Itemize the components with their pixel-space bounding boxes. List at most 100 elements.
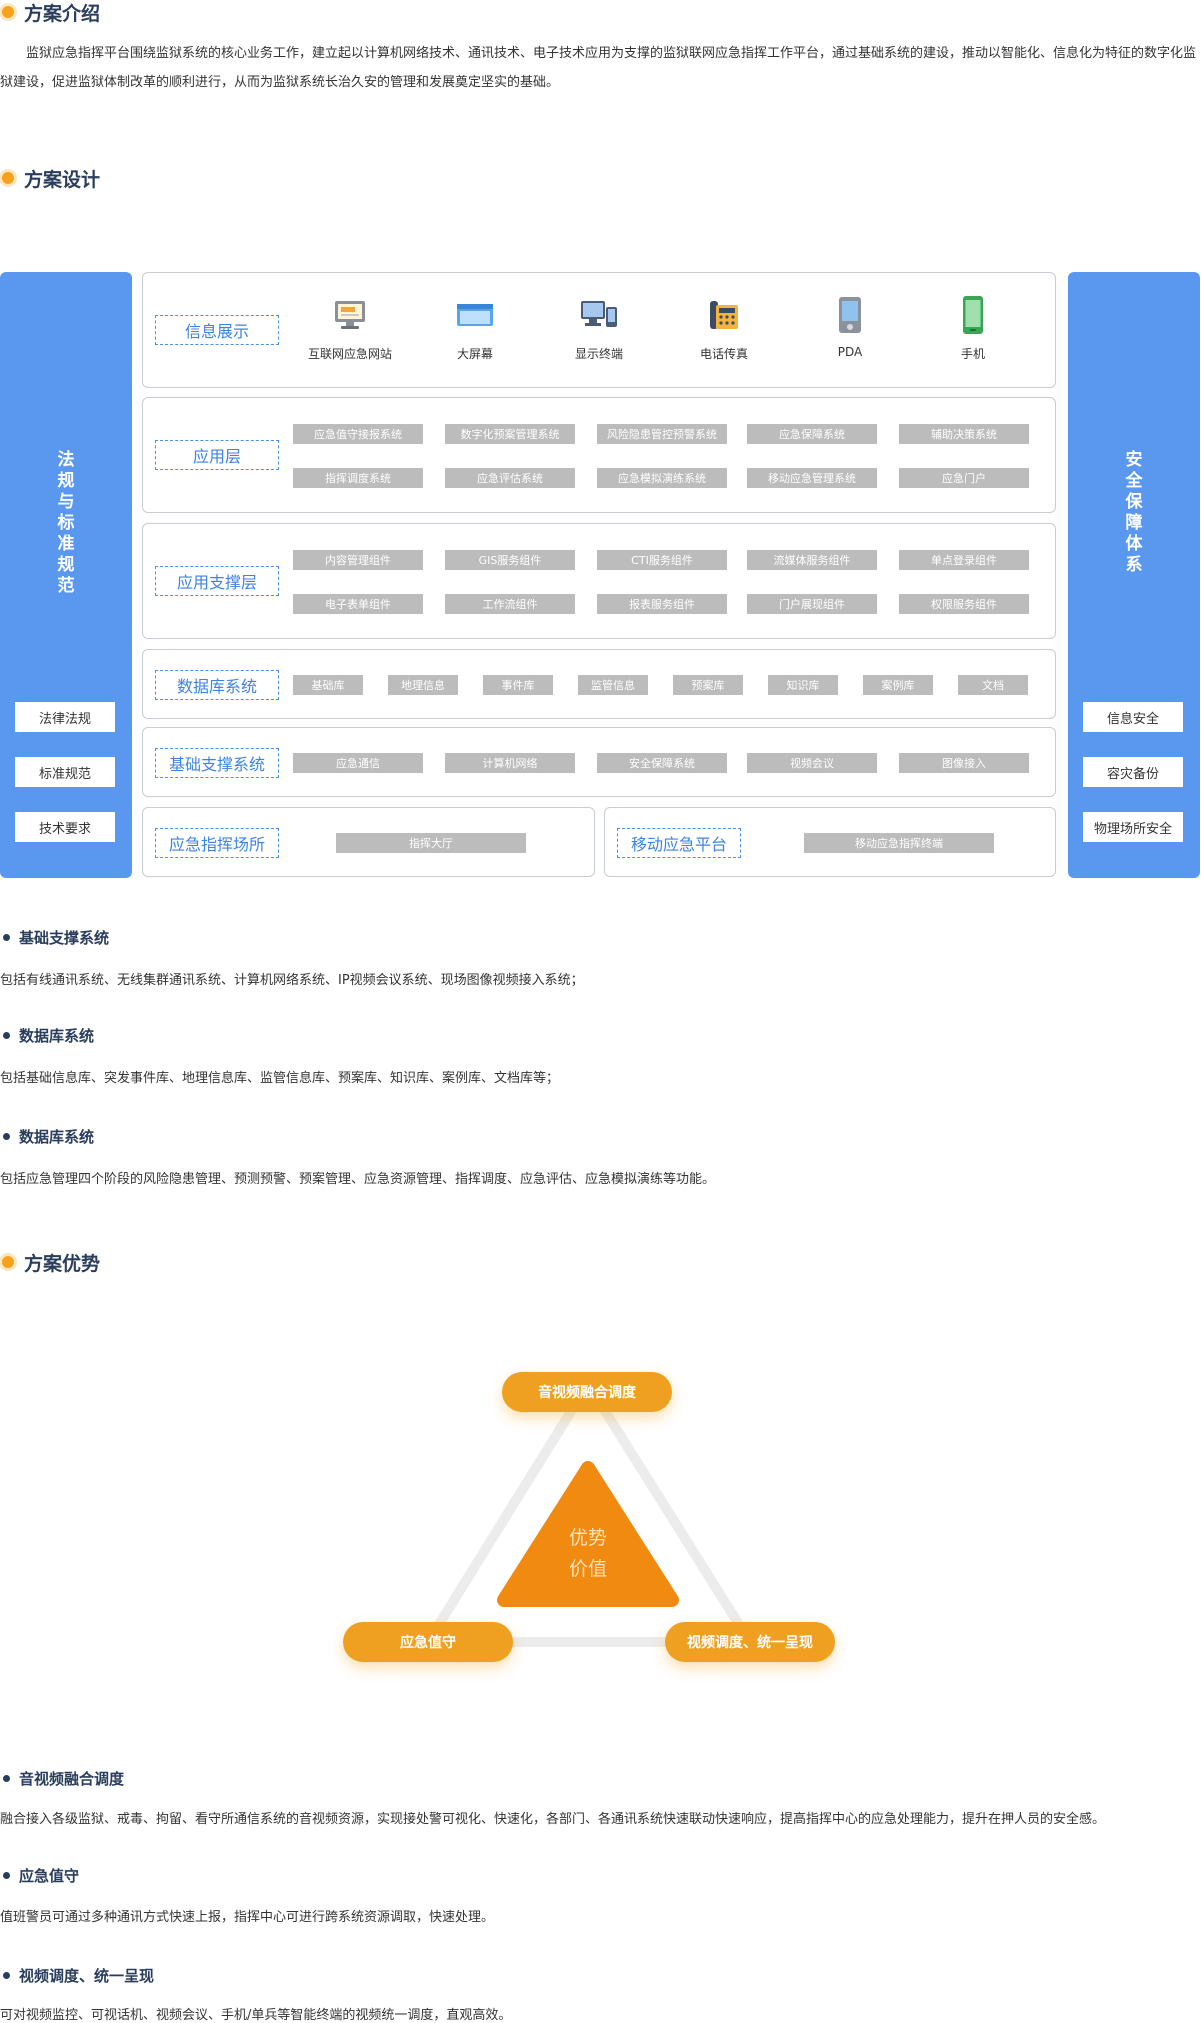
component-tag: 门户展现组件 — [747, 594, 877, 614]
website-icon — [330, 295, 370, 335]
device-website: 互联网应急网站 — [290, 295, 410, 362]
advantage-bullet-3-desc: 可对视频监控、可视话机、视频会议、手机/单兵等智能终端的视频统一调度，直观高效。 — [0, 2008, 512, 2023]
layer-label: 应用层 — [155, 440, 279, 470]
base-tag: 图像接入 — [899, 753, 1029, 773]
layer-database: 数据库系统 基础库 地理信息 事件库 监管信息 预案库 知识库 案例库 文档 — [142, 649, 1056, 719]
bullet-dot-icon — [3, 933, 10, 941]
layer-info-display: 信息展示 互联网应急网站 大屏幕 显示终端 电话传真 PDA 手机 — [142, 272, 1056, 388]
base-tag: 计算机网络 — [445, 753, 575, 773]
advantage-bullet-3: 视频调度、统一呈现 — [0, 1964, 154, 1986]
center-text-line2: 价值 — [569, 1558, 607, 1580]
advantage-right-pill: 视频调度、统一呈现 — [665, 1622, 835, 1662]
section-dot-icon — [2, 172, 14, 184]
component-tag: GIS服务组件 — [445, 550, 575, 570]
standard-item: 标准规范 — [15, 757, 115, 787]
pda-icon — [830, 295, 870, 335]
layer-app-support: 应用支撑层 内容管理组件 GIS服务组件 CTI服务组件 流媒体服务组件 单点登… — [142, 523, 1056, 639]
intro-paragraph: 监狱应急指挥平台围绕监狱系统的核心业务工作，建立起以计算机网络技术、通讯技术、电… — [0, 46, 1197, 90]
component-tag: 权限服务组件 — [899, 594, 1029, 614]
layer-label: 基础支撑系统 — [155, 748, 279, 778]
design-bullet-1-desc: 包括有线通讯系统、无线集群通讯系统、计算机网络系统、IP视频会议系统、现场图像视… — [0, 973, 584, 988]
design-bullet-2: 数据库系统 — [0, 1024, 94, 1046]
database-tag: 知识库 — [768, 675, 838, 695]
info-security-item: 信息安全 — [1083, 702, 1183, 732]
design-bullet-1: 基础支撑系统 — [0, 926, 109, 948]
component-tag: 单点登录组件 — [899, 550, 1029, 570]
system-tag: 应急门户 — [899, 468, 1029, 488]
big-screen-icon — [455, 295, 495, 335]
base-tag: 安全保障系统 — [597, 753, 727, 773]
advantage-bullet-1: 音视频融合调度 — [0, 1767, 124, 1789]
section-dot-icon — [2, 6, 14, 18]
layer-application: 应用层 应急值守接报系统 数字化预案管理系统 风险隐患管控预警系统 应急保障系统… — [142, 397, 1056, 513]
mobile-tag: 移动应急指挥终端 — [804, 833, 994, 853]
system-tag: 风险隐患管控预警系统 — [597, 424, 727, 444]
triangle-frame — [423, 1379, 755, 1647]
component-tag: CTI服务组件 — [597, 550, 727, 570]
component-tag: 工作流组件 — [445, 594, 575, 614]
database-tag: 基础库 — [293, 675, 363, 695]
layer-label: 数据库系统 — [155, 670, 279, 700]
device-phone-fax: 电话传真 — [664, 295, 784, 362]
law-standard-panel: 法 规 与 标 准 规 范 法律法规 标准规范 技术要求 — [0, 272, 132, 878]
advantage-bullet-2-desc: 值班警员可通过多种通讯方式快速上报，指挥中心可进行跨系统资源调取，快速处理。 — [0, 1910, 495, 1925]
layer-label: 信息展示 — [155, 315, 279, 345]
base-tag: 应急通信 — [293, 753, 423, 773]
layer-label: 应用支撑层 — [155, 566, 279, 596]
layer-command-venue: 应急指挥场所 指挥大厅 — [142, 807, 595, 877]
section-title-design: 方案设计 — [0, 163, 100, 193]
center-text-line1: 优势 — [569, 1527, 607, 1549]
section-title-intro: 方案介绍 — [0, 0, 100, 27]
advantage-bullet-2: 应急值守 — [0, 1864, 79, 1886]
section-dot-icon — [2, 1256, 14, 1268]
system-tag: 应急值守接报系统 — [293, 424, 423, 444]
design-bullet-3: 数据库系统 — [0, 1125, 94, 1147]
database-tag: 地理信息 — [388, 675, 458, 695]
component-tag: 报表服务组件 — [597, 594, 727, 614]
bullet-dot-icon — [3, 1971, 10, 1979]
section-title-advantage: 方案优势 — [0, 1247, 100, 1277]
security-system-panel: 安 全 保 障 体 系 信息安全 容灾备份 物理场所安全 — [1068, 272, 1200, 878]
security-vertical-title: 安 全 保 障 体 系 — [1125, 450, 1143, 575]
component-tag: 流媒体服务组件 — [747, 550, 877, 570]
device-mobile-phone: 手机 — [913, 295, 1033, 362]
database-tag: 预案库 — [673, 675, 743, 695]
database-tag: 案例库 — [863, 675, 933, 695]
advantage-top-pill: 音视频融合调度 — [502, 1372, 672, 1412]
mobile-phone-icon — [953, 295, 993, 335]
design-bullet-2-desc: 包括基础信息库、突发事件库、地理信息库、监管信息库、预案库、知识库、案例库、文档… — [0, 1071, 560, 1086]
law-standard-vertical-title: 法 规 与 标 准 规 范 — [57, 450, 75, 596]
advantage-bullet-1-desc: 融合接入各级监狱、戒毒、拘留、看守所通信系统的音视频资源，实现接处警可视化、快速… — [0, 1812, 1106, 1827]
physical-security-item: 物理场所安全 — [1083, 812, 1183, 842]
disaster-backup-item: 容灾备份 — [1083, 757, 1183, 787]
bullet-dot-icon — [3, 1774, 10, 1782]
layer-mobile-platform: 移动应急平台 移动应急指挥终端 — [604, 807, 1056, 877]
system-tag: 应急评估系统 — [445, 468, 575, 488]
display-terminal-icon — [579, 295, 619, 335]
advantage-left-pill: 应急值守 — [343, 1622, 513, 1662]
system-tag: 指挥调度系统 — [293, 468, 423, 488]
database-tag: 监管信息 — [578, 675, 648, 695]
bullet-dot-icon — [3, 1871, 10, 1879]
system-tag: 辅助决策系统 — [899, 424, 1029, 444]
law-item: 法律法规 — [15, 702, 115, 732]
design-bullet-3-desc: 包括应急管理四个阶段的风险隐患管理、预测预警、预案管理、应急资源管理、指挥调度、… — [0, 1172, 716, 1187]
system-tag: 数字化预案管理系统 — [445, 424, 575, 444]
layer-base-support: 基础支撑系统 应急通信 计算机网络 安全保障系统 视频会议 图像接入 — [142, 727, 1056, 797]
device-display-terminal: 显示终端 — [539, 295, 659, 362]
phone-fax-icon — [704, 295, 744, 335]
base-tag: 视频会议 — [747, 753, 877, 773]
tech-requirement-item: 技术要求 — [15, 812, 115, 842]
component-tag: 内容管理组件 — [293, 550, 423, 570]
device-big-screen: 大屏幕 — [415, 295, 535, 362]
venue-tag: 指挥大厅 — [336, 833, 526, 853]
database-tag: 事件库 — [483, 675, 553, 695]
advantage-diagram: 优势 价值 — [423, 1379, 755, 1647]
layer-label: 应急指挥场所 — [155, 828, 279, 858]
device-pda: PDA — [790, 295, 910, 359]
database-tag: 文档 — [958, 675, 1028, 695]
system-tag: 应急保障系统 — [747, 424, 877, 444]
layer-label: 移动应急平台 — [617, 828, 741, 858]
system-tag: 应急模拟演练系统 — [597, 468, 727, 488]
component-tag: 电子表单组件 — [293, 594, 423, 614]
